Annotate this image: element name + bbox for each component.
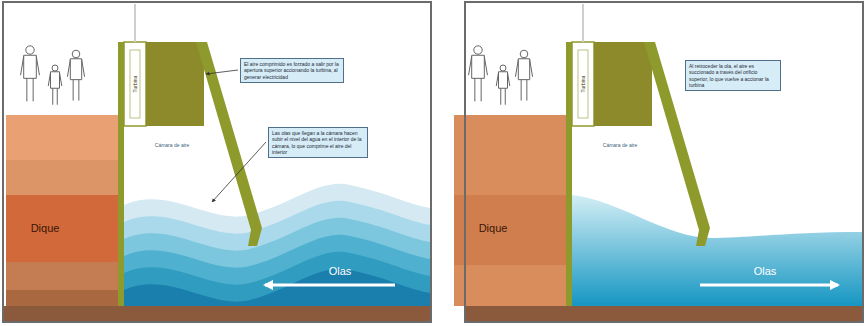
exhale-panel xyxy=(454,2,863,322)
dike-layer xyxy=(454,195,566,265)
dike-layer xyxy=(6,115,118,160)
person-figure xyxy=(48,65,62,105)
turbine-duct xyxy=(572,42,594,126)
water-band xyxy=(124,201,430,306)
seabed xyxy=(466,306,862,321)
chamber-roof xyxy=(594,42,652,126)
dike-layer xyxy=(6,262,118,290)
person-figure xyxy=(496,65,510,105)
person-figure xyxy=(67,50,84,100)
water-band xyxy=(124,235,430,306)
panel-frame xyxy=(465,2,863,322)
callout-box: El aire comprimido es forzado a salir po… xyxy=(240,58,344,83)
person-figure xyxy=(21,46,40,102)
front-wall xyxy=(566,42,572,306)
dike-label: Dique xyxy=(31,222,60,234)
chamber-roof xyxy=(146,42,204,126)
dike-layer xyxy=(6,290,118,306)
panel-frame xyxy=(3,2,431,322)
chamber-label: Cámara de aire xyxy=(603,142,637,148)
water-body xyxy=(572,195,862,306)
turbine-duct xyxy=(124,42,146,126)
turbine xyxy=(578,50,588,118)
seabed xyxy=(4,306,430,321)
leader-line xyxy=(206,70,238,74)
water-band xyxy=(124,252,430,306)
front-wall xyxy=(118,42,124,306)
person-figure xyxy=(515,50,532,100)
turbine-label: Turbina xyxy=(580,76,586,93)
leader-line xyxy=(212,142,266,202)
callout-text: Las olas que llegan a la cámara hacen su… xyxy=(272,130,364,155)
inhale-panel xyxy=(3,2,431,322)
water-band xyxy=(124,218,430,306)
water-band xyxy=(124,184,430,306)
air-outlet xyxy=(582,4,584,42)
callout-box: Las olas que llegan a la cámara hacen su… xyxy=(268,127,368,158)
wave-label: Olas xyxy=(754,265,777,277)
person-figure xyxy=(469,46,488,102)
chamber-label: Cámara de aire xyxy=(155,142,189,148)
air-outlet xyxy=(134,4,136,42)
dike-layer xyxy=(6,195,118,262)
dike-layer xyxy=(6,160,118,195)
wave-arrow xyxy=(700,284,838,287)
turbine-label: Turbina xyxy=(132,76,138,93)
wave-arrow xyxy=(265,284,395,287)
turbine xyxy=(130,50,140,118)
dike-layer xyxy=(454,115,566,306)
callout-text: Al retroceder la ola, el aire es succion… xyxy=(689,63,777,88)
callout-box: Al retroceder la ola, el aire es succion… xyxy=(685,60,781,91)
dike-label: Dique xyxy=(479,222,508,234)
wave-label: Olas xyxy=(329,265,352,277)
callout-text: El aire comprimido es forzado a salir po… xyxy=(244,61,340,80)
water-band xyxy=(124,269,430,306)
